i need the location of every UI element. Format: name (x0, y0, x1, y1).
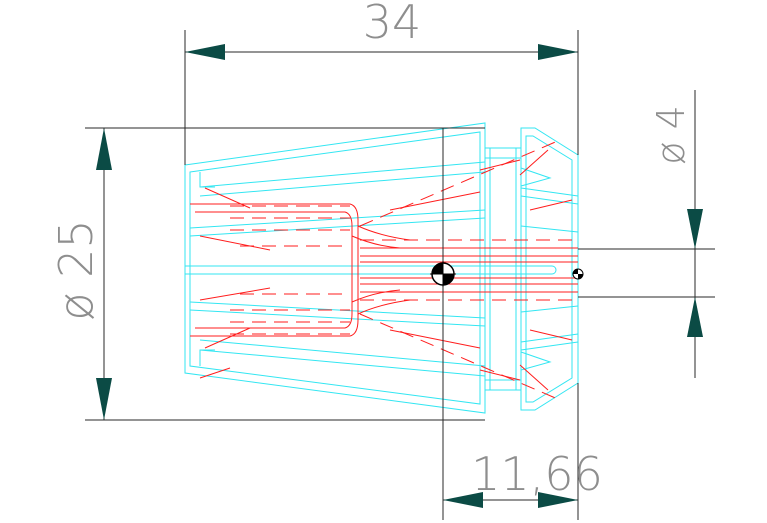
dimension-bore-diameter: ø 4 (578, 90, 715, 378)
arrowhead-bottom (96, 378, 112, 420)
arrowhead-top (96, 128, 112, 170)
collet-outline (184, 122, 579, 414)
arrowhead-upper (687, 209, 703, 249)
dimension-outer-diameter: ø 25 (49, 127, 485, 421)
arrowhead-left (185, 44, 225, 60)
center-mark-icon (572, 268, 584, 280)
collet-hidden-lines (190, 139, 578, 401)
dimension-offset-length: 11,66 (442, 128, 603, 520)
arrowhead-left (443, 492, 483, 508)
overall-length-label: 34 (363, 0, 422, 49)
arrowhead-right (538, 492, 578, 508)
dimension-overall-length: 34 (184, 0, 579, 165)
outer-diameter-label: ø 25 (49, 219, 103, 320)
arrowhead-right (538, 44, 578, 60)
offset-length-label: 11,66 (471, 447, 603, 501)
bore-diameter-label: ø 4 (649, 105, 693, 165)
center-of-gravity-icon (430, 261, 456, 287)
arrowhead-lower (687, 297, 703, 337)
